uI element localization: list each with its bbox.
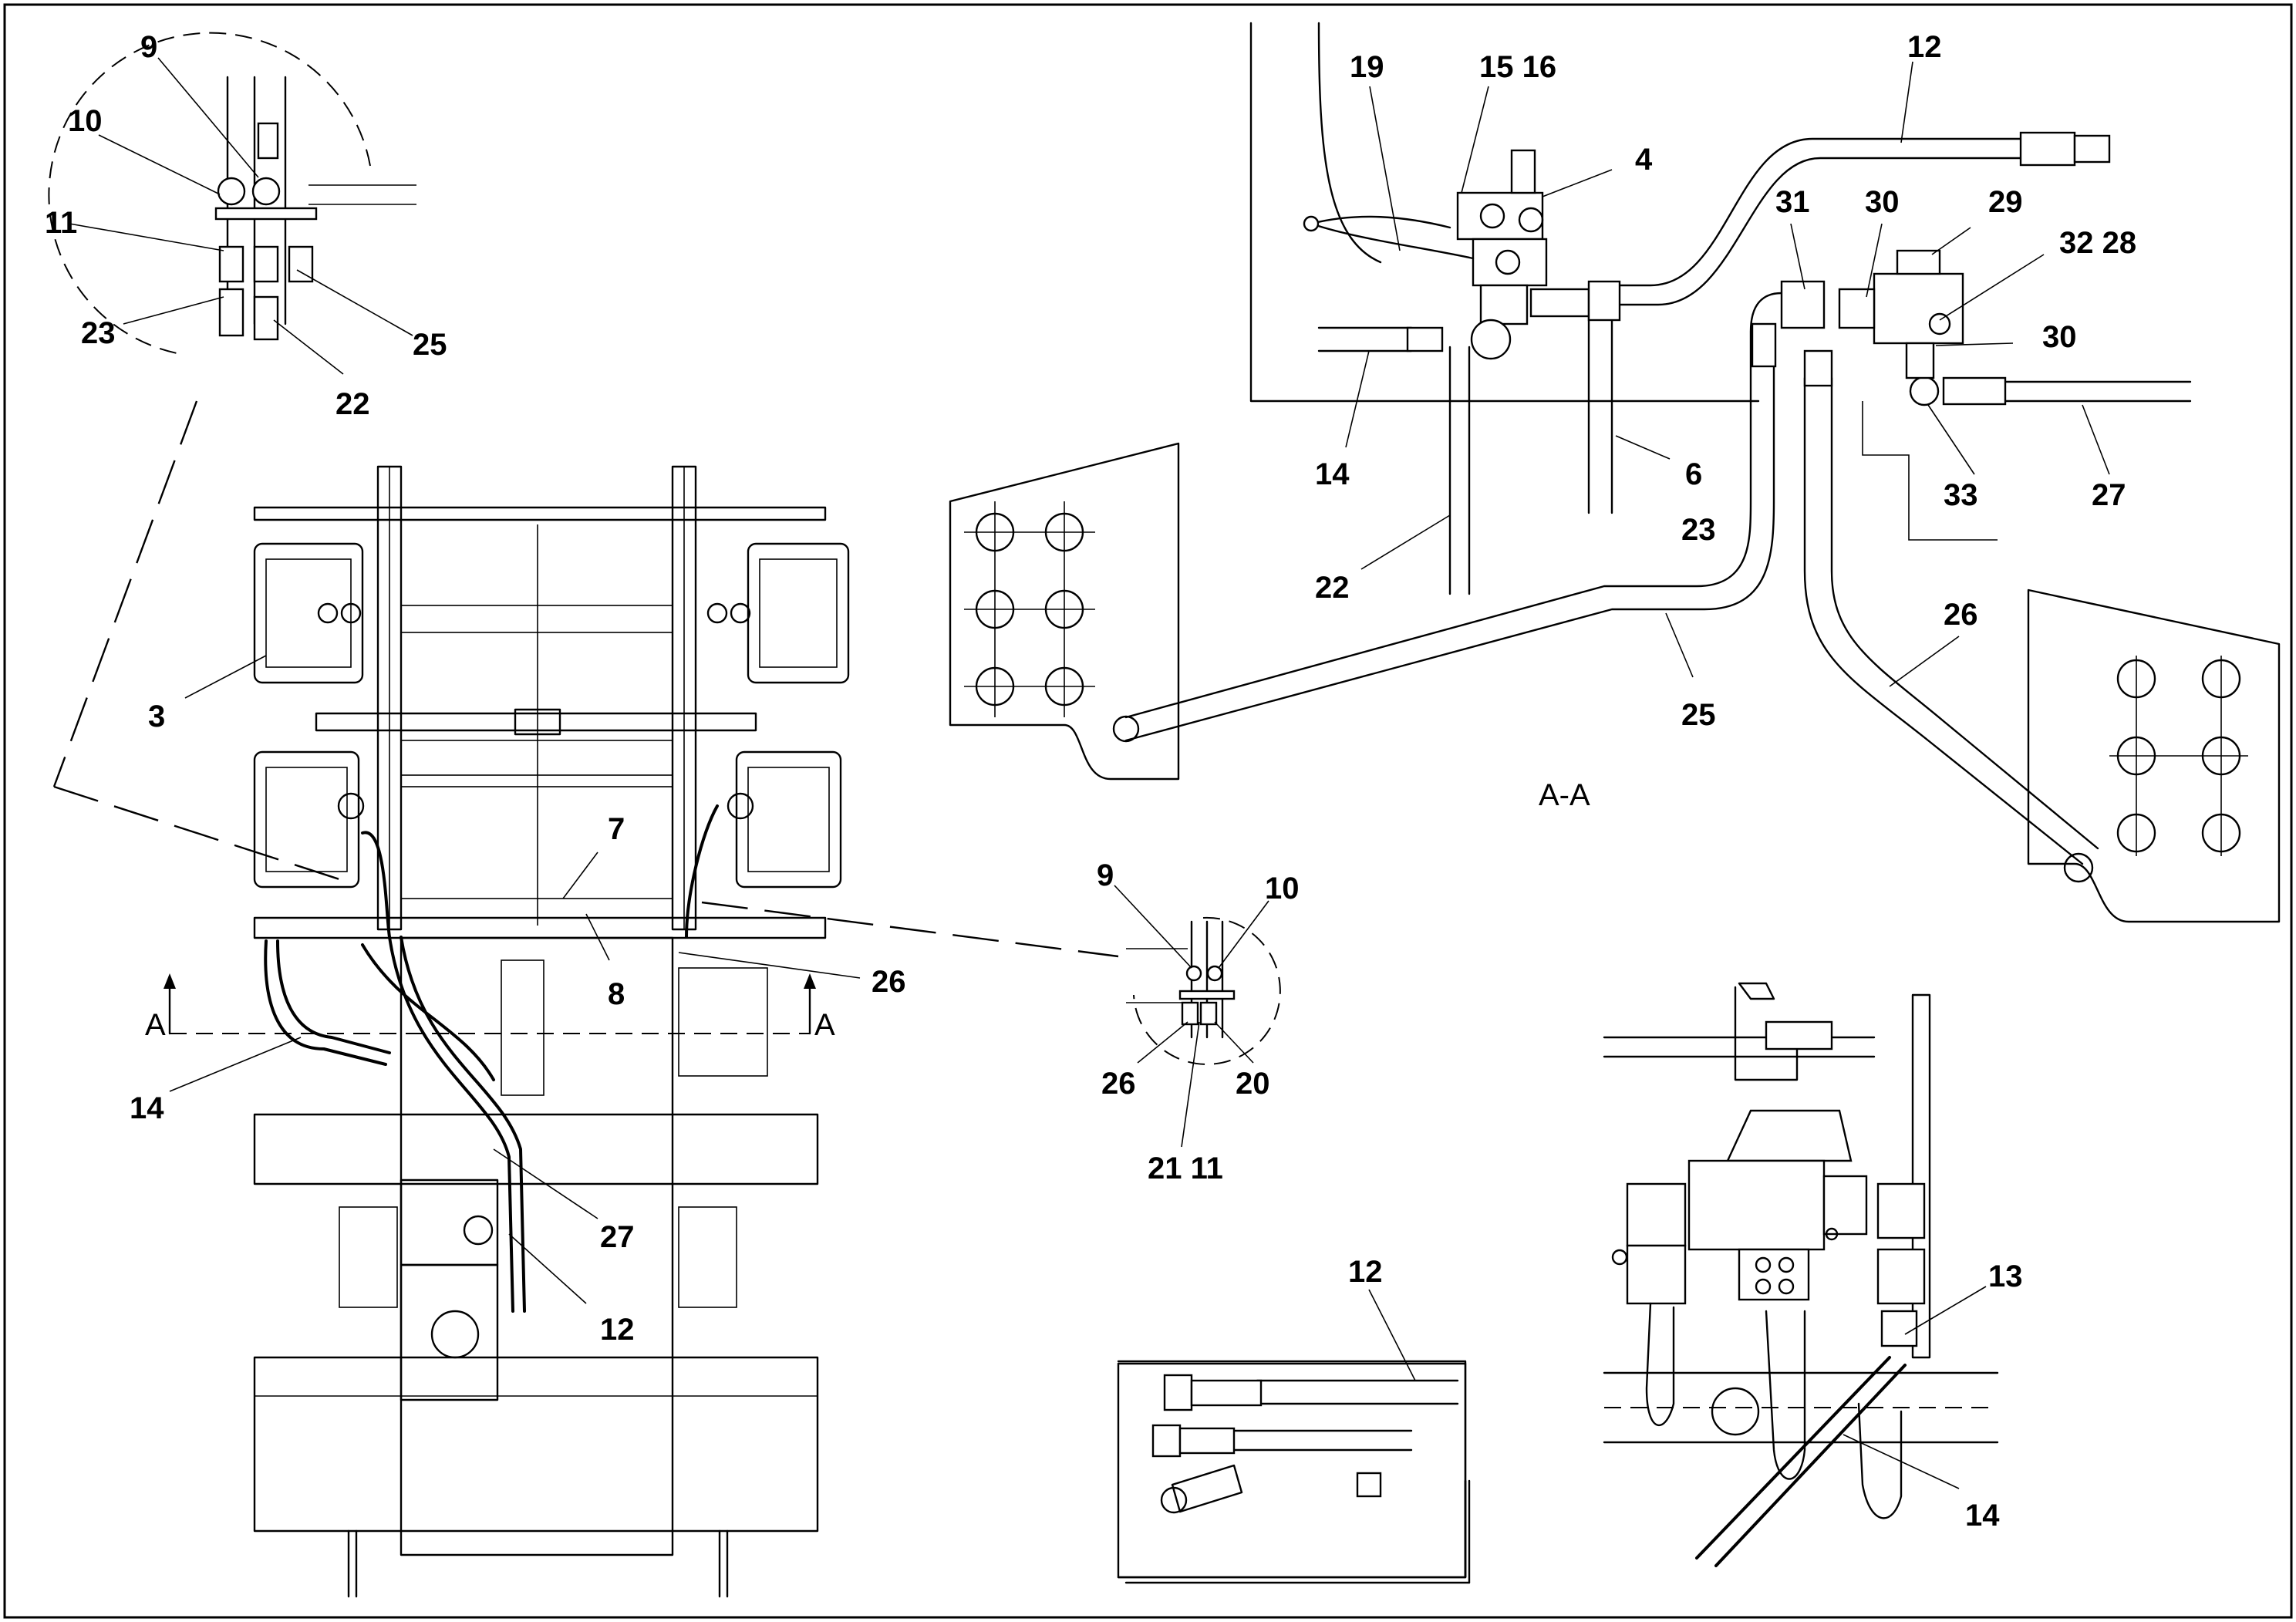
detail-circle-mid [1126,916,1281,1065]
callout-22-section: 22 [1315,571,1350,605]
callout-mid-10: 10 [1265,872,1300,905]
callout-27: 27 [600,1220,635,1254]
callout-13: 13 [1988,1259,2023,1293]
callout-11: 11 [45,206,77,240]
callout-30-top: 30 [1865,185,1900,219]
callout-30-bottom: 30 [2042,320,2077,354]
callout-26-section: 26 [1944,598,1978,632]
callout-25-section: 25 [1681,698,1716,732]
callout-25: 25 [413,328,447,362]
callout-mid-20: 20 [1236,1067,1270,1101]
callout-33: 33 [1944,478,1978,512]
detail-circle-top-left [48,32,416,356]
callout-3: 3 [148,700,165,733]
detail-leader-mid [701,901,1119,958]
callout-22: 22 [335,387,370,421]
callout-15-16: 15 16 [1479,50,1556,84]
callout-32-28: 32 28 [2059,226,2136,260]
section-mark-right: A [814,1008,835,1042]
callout-mid-9: 9 [1097,858,1114,892]
section-a-a [949,22,2281,923]
leader-lines [69,57,2110,1489]
callout-10: 10 [68,104,103,138]
callout-7: 7 [608,812,625,846]
callouts: 9 10 11 23 25 22 3 7 8 26 14 27 12 A A 9… [45,30,2136,1533]
callout-14-bottom: 14 [1965,1499,2000,1533]
callout-29: 29 [1988,185,2023,219]
callout-mid-21-11: 21 11 [1148,1152,1223,1185]
section-title: A-A [1539,778,1590,812]
callout-14: 14 [130,1091,164,1125]
callout-4: 4 [1635,143,1653,177]
callout-12-section: 12 [1907,30,1942,64]
callout-14-section: 14 [1315,457,1350,491]
callout-19: 19 [1350,50,1384,84]
callout-8: 8 [608,977,625,1011]
detail-leader-top [52,400,198,787]
drawing-frame [3,3,2293,1619]
callout-mid-26: 26 [1101,1067,1136,1101]
callout-27-section: 27 [2092,478,2126,512]
detail-bottom-middle [1117,1360,1471,1584]
callout-9: 9 [140,30,157,64]
callout-23: 23 [81,316,116,350]
callout-6: 6 [1685,457,1702,491]
callout-12-bottom: 12 [1348,1255,1383,1289]
callout-12: 12 [600,1313,635,1347]
section-mark-left: A [145,1008,166,1042]
detail-leader-top-b [53,785,340,881]
callout-26: 26 [872,965,906,999]
detail-bottom-right [1603,982,1999,1567]
chassis-overview [164,465,850,1598]
callout-31: 31 [1775,185,1810,219]
callout-23-section: 23 [1681,513,1716,547]
